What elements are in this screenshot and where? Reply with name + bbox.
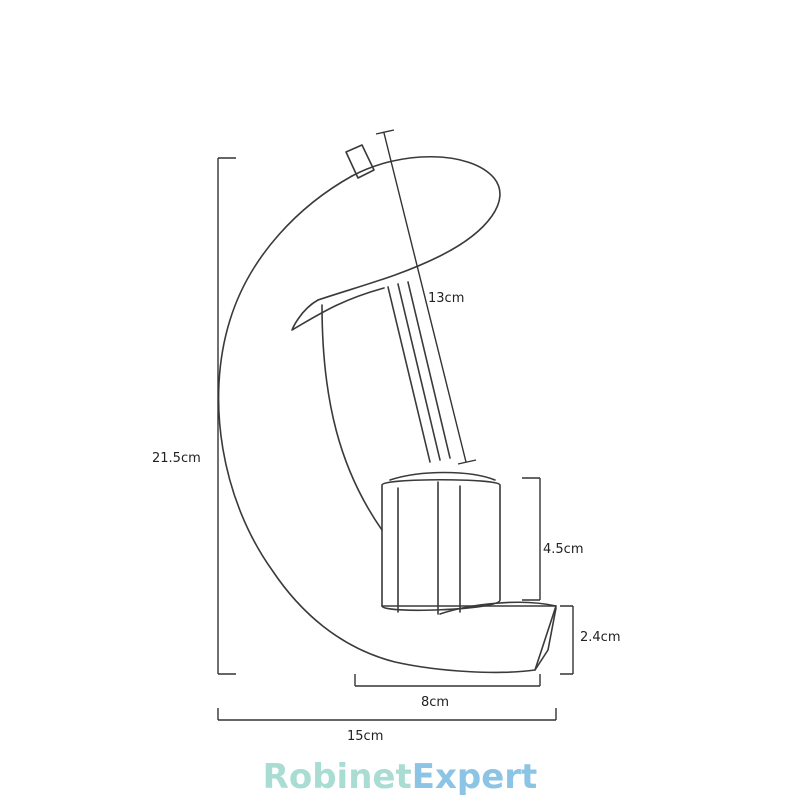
label-base-width: 8cm bbox=[421, 695, 449, 710]
dim-line-spout-length bbox=[375, 129, 477, 465]
label-spout-length: 13cm bbox=[428, 291, 464, 306]
lever-rod bbox=[387, 281, 451, 463]
label-total-height: 21.5cm bbox=[152, 451, 201, 466]
brand-text: RobinetExpert bbox=[263, 757, 538, 797]
base-top-edge bbox=[439, 601, 557, 615]
spout-top bbox=[317, 156, 501, 301]
dim-line-total-width bbox=[217, 708, 557, 721]
base-block bbox=[381, 605, 557, 671]
brand-part-2: Expert bbox=[412, 757, 538, 797]
cylinder-inner bbox=[397, 481, 461, 615]
label-body-height: 4.5cm bbox=[543, 542, 584, 557]
inner-arc bbox=[291, 287, 385, 331]
inner-arc-lower bbox=[321, 304, 383, 531]
dim-line-base-width bbox=[354, 674, 541, 687]
dim-line-base-height bbox=[560, 605, 574, 675]
label-total-width: 15cm bbox=[347, 729, 383, 744]
faucet-body-arc bbox=[217, 175, 557, 674]
brand-part-1: Robinet bbox=[263, 757, 412, 797]
faucet-outline bbox=[217, 144, 557, 674]
dimension-labels: 21.5cm 13cm 4.5cm 2.4cm 8cm 15cm bbox=[152, 291, 621, 744]
label-base-height: 2.4cm bbox=[580, 630, 621, 645]
dimension-lines bbox=[217, 129, 574, 721]
handle-stub bbox=[345, 144, 375, 179]
dim-line-body-height bbox=[522, 477, 541, 601]
brand-logo: RobinetExpert bbox=[263, 757, 538, 797]
cylinder-body bbox=[381, 478, 501, 612]
cylinder-top bbox=[389, 471, 496, 481]
dim-line-total-height bbox=[217, 157, 236, 675]
